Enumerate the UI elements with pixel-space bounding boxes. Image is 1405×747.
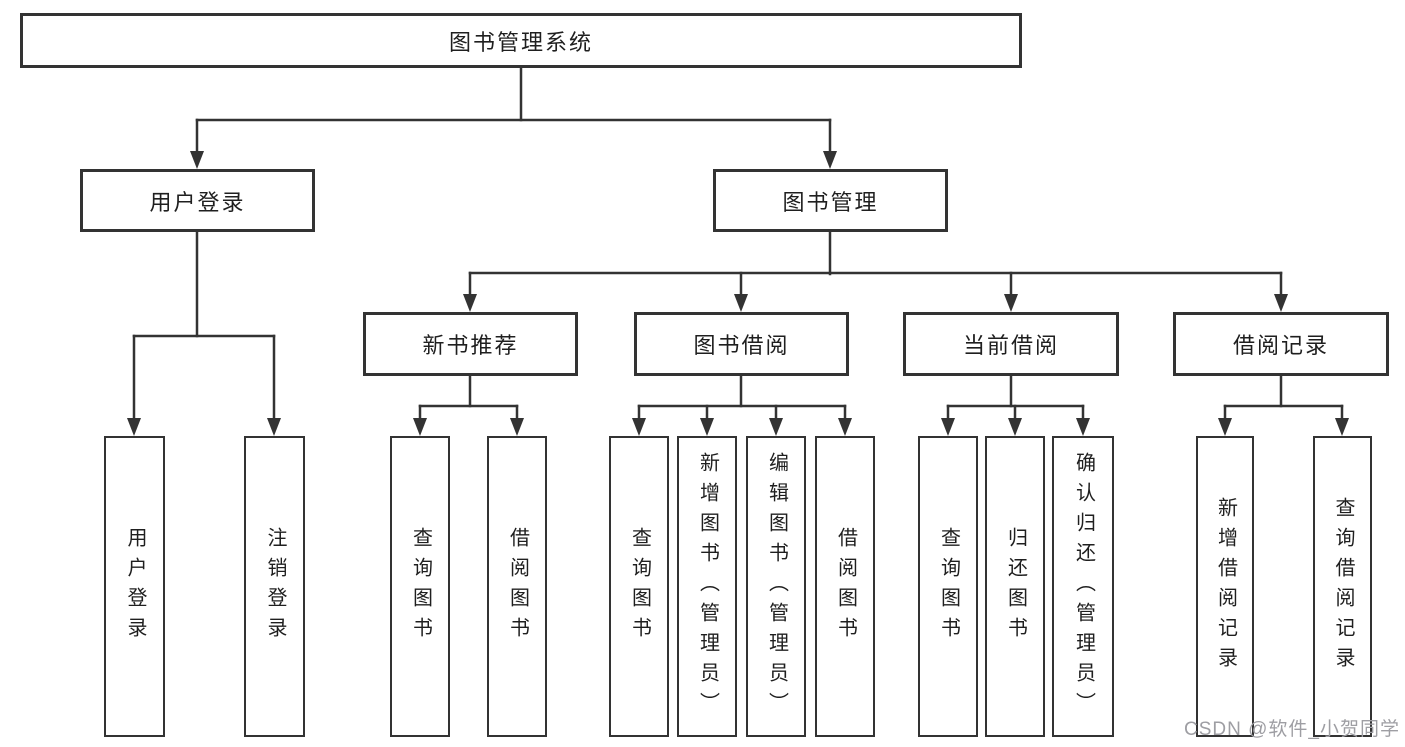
leaf-add-book-admin: 新增图书（管理员） (677, 436, 737, 737)
leaf-label: 查询图书 (628, 526, 651, 647)
leaf-user-login: 用户登录 (104, 436, 165, 737)
leaf-query-book-borrow: 查询图书 (609, 436, 669, 737)
node-user-login: 用户登录 (80, 169, 315, 232)
arrow-down-icon (823, 151, 837, 169)
leaf-query-book-current: 查询图书 (918, 436, 978, 737)
arrow-down-icon (267, 418, 281, 436)
leaf-label: 新增图书（管理员） (696, 451, 719, 722)
arrow-down-icon (632, 418, 646, 436)
leaf-edit-book-admin: 编辑图书（管理员） (746, 436, 806, 737)
leaf-label: 用户登录 (124, 526, 146, 647)
arrow-down-icon (1004, 294, 1018, 312)
node-current-borrow: 当前借阅 (903, 312, 1119, 376)
arrow-down-icon (734, 294, 748, 312)
node-label: 图书管理系统 (448, 29, 593, 55)
node-label: 图书管理 (782, 189, 879, 215)
leaf-label: 查询借阅记录 (1332, 496, 1354, 677)
leaf-label: 归还图书 (1004, 526, 1027, 647)
leaf-borrow-book-recommend: 借阅图书 (487, 436, 547, 737)
node-label: 当前借阅 (962, 333, 1059, 358)
leaf-query-book-recommend: 查询图书 (390, 436, 450, 737)
node-book-management: 图书管理 (713, 169, 948, 232)
arrow-down-icon (413, 418, 427, 436)
node-label: 新书推荐 (422, 333, 519, 358)
arrow-down-icon (127, 418, 141, 436)
arrow-down-icon (838, 418, 852, 436)
leaf-label: 借阅图书 (834, 526, 857, 647)
arrow-down-icon (510, 418, 524, 436)
leaf-label: 编辑图书（管理员） (765, 451, 788, 722)
leaf-add-borrow-record: 新增借阅记录 (1196, 436, 1254, 737)
node-borrow-records: 借阅记录 (1173, 312, 1389, 376)
node-book-borrow: 图书借阅 (634, 312, 849, 376)
arrow-down-icon (700, 418, 714, 436)
arrow-down-icon (1008, 418, 1022, 436)
leaf-label: 新增借阅记录 (1214, 496, 1237, 677)
leaf-label: 查询图书 (937, 526, 960, 647)
leaf-return-book: 归还图书 (985, 436, 1045, 737)
leaf-label: 借阅图书 (506, 526, 529, 647)
arrow-down-icon (190, 151, 204, 169)
arrow-down-icon (1335, 418, 1349, 436)
arrow-down-icon (1218, 418, 1232, 436)
leaf-label: 确认归还（管理员） (1072, 451, 1095, 722)
arrow-down-icon (1274, 294, 1288, 312)
leaf-confirm-return-admin: 确认归还（管理员） (1052, 436, 1114, 737)
arrow-down-icon (941, 418, 955, 436)
arrow-down-icon (769, 418, 783, 436)
node-new-book-recommend: 新书推荐 (363, 312, 578, 376)
leaf-query-borrow-record: 查询借阅记录 (1313, 436, 1372, 737)
arrow-down-icon (1076, 418, 1090, 436)
arrow-down-icon (463, 294, 477, 312)
node-label: 图书借阅 (693, 333, 790, 358)
node-label: 借阅记录 (1232, 333, 1329, 358)
node-label: 用户登录 (149, 189, 246, 215)
node-root: 图书管理系统 (20, 13, 1022, 68)
leaf-borrow-book: 借阅图书 (815, 436, 875, 737)
leaf-label: 注销登录 (264, 526, 286, 647)
leaf-logout: 注销登录 (244, 436, 305, 737)
leaf-label: 查询图书 (409, 526, 432, 647)
watermark: CSDN @软件_小贺同学 (1184, 719, 1400, 740)
